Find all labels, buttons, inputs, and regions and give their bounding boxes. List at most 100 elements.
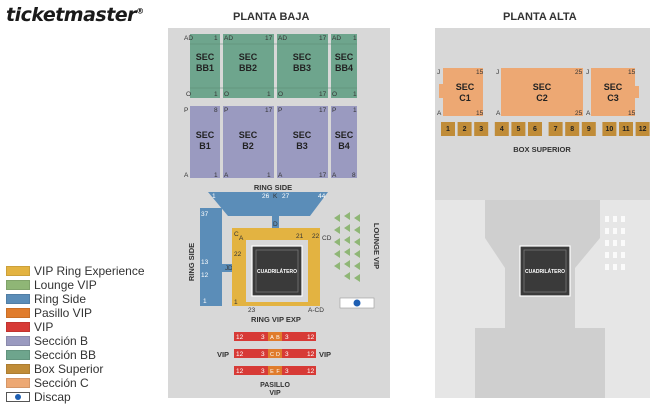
vip-row-right[interactable] — [282, 349, 316, 358]
vip-row-left[interactable] — [234, 349, 268, 358]
ring-side-top-right[interactable] — [279, 192, 328, 216]
section-c2[interactable] — [501, 68, 583, 116]
box-superior-8[interactable] — [565, 122, 580, 136]
box-superior-5[interactable] — [511, 122, 526, 136]
legend-item: Sección B — [6, 334, 166, 348]
legend-swatch — [6, 280, 30, 290]
section-bb2[interactable] — [223, 34, 274, 98]
ring-side-left[interactable] — [200, 208, 222, 306]
box-number: 3 — [479, 126, 483, 133]
box-superior-11[interactable] — [619, 122, 633, 136]
section-b2[interactable] — [223, 106, 274, 178]
rs-j-label: J — [225, 265, 228, 272]
vip-exp-label: 21 — [296, 233, 304, 240]
box-superior-3[interactable] — [474, 122, 489, 136]
c-row-label: A — [496, 110, 501, 117]
rs-num: 1 — [203, 298, 207, 305]
b-seat-label: 1 — [267, 172, 271, 179]
vip-row-left[interactable] — [234, 332, 268, 341]
box-superior-1[interactable] — [441, 122, 455, 136]
legend-item: Lounge VIP — [6, 278, 166, 292]
logo-registered-mark: ® — [136, 6, 144, 16]
bb-seat-label: 17 — [319, 35, 327, 42]
c-seat-label: 15 — [628, 69, 636, 76]
section-c1[interactable] — [439, 68, 483, 116]
b2-label-2: B2 — [242, 141, 254, 151]
box-number: 11 — [622, 126, 630, 133]
pasillo-vip-seg[interactable] — [268, 366, 282, 375]
vip-right-label: VIP — [319, 350, 331, 359]
bb-seat-label: 17 — [319, 91, 327, 98]
rs-num: 26 — [262, 193, 270, 200]
vip-exp-label: 22 — [312, 233, 320, 240]
pasillo-vip-seg[interactable] — [268, 332, 282, 341]
bb-row-label: AD — [184, 35, 193, 42]
box-superior-12[interactable] — [635, 122, 650, 136]
pasillo-vip-seg[interactable] — [268, 349, 282, 358]
vip-seat-num: 3 — [285, 351, 289, 358]
legend-label: Sección C — [34, 376, 89, 390]
bb-row-label: AD — [332, 35, 341, 42]
c-seat-label: 15 — [476, 110, 484, 117]
rs-d-label: D — [228, 265, 233, 272]
b-seat-label: 17 — [319, 172, 327, 179]
c-row-label: A — [586, 110, 591, 117]
ring-side-left-d[interactable] — [222, 264, 234, 272]
bb4-label-1: SEC — [335, 52, 354, 62]
legend-item: Discap — [6, 390, 166, 404]
section-c3[interactable] — [591, 68, 639, 116]
box-superior-4[interactable] — [494, 122, 509, 136]
box-superior-2[interactable] — [457, 122, 472, 136]
b-row-label: A — [184, 172, 189, 179]
legend-swatch — [6, 378, 30, 388]
vip-seat-num: 12 — [307, 351, 315, 358]
legend-item: Sección BB — [6, 348, 166, 362]
vip-seat-num: 12 — [236, 368, 244, 375]
b-seat-label: 17 — [319, 107, 327, 114]
b-seat-label: 1 — [214, 172, 218, 179]
legend-swatch — [6, 336, 30, 346]
box-number: 7 — [554, 126, 558, 133]
box-superior-10[interactable] — [602, 122, 617, 136]
b-seat-label: 17 — [265, 107, 273, 114]
vip-row-right[interactable] — [282, 332, 316, 341]
c-row-label: J — [496, 69, 499, 76]
box-superior-9[interactable] — [581, 122, 596, 136]
vip-row-right[interactable] — [282, 366, 316, 375]
section-b4[interactable] — [331, 106, 357, 178]
box-superior-7[interactable] — [548, 122, 563, 136]
legend-label: VIP — [34, 320, 54, 334]
box-number: 5 — [516, 126, 520, 133]
c-seat-label: 25 — [575, 110, 583, 117]
section-bb3[interactable] — [277, 34, 328, 98]
section-bb4[interactable] — [331, 34, 357, 98]
legend-label: VIP Ring Experience — [34, 264, 145, 278]
section-b3[interactable] — [277, 106, 328, 178]
box-number: 2 — [463, 126, 467, 133]
b-row-label: P — [332, 107, 336, 114]
bb3-label-1: SEC — [293, 52, 312, 62]
ring-label-lower: CUADRILÁTERO — [257, 268, 297, 275]
rs-num: 44 — [318, 193, 326, 200]
vip-row-left[interactable] — [234, 366, 268, 375]
section-b1[interactable] — [190, 106, 220, 178]
c-row-label: A — [437, 110, 442, 117]
box-superior-6[interactable] — [528, 122, 542, 136]
ring-side-top-k[interactable] — [272, 192, 279, 228]
vip-row-letter: C — [270, 352, 274, 358]
rs-num: 12 — [201, 272, 209, 279]
bb-seat-label: 1 — [267, 91, 271, 98]
box-number: 8 — [570, 126, 574, 133]
bb-seat-label: 1 — [214, 91, 218, 98]
ring-side-top-label: RING SIDE — [254, 183, 292, 192]
vip-left-label: VIP — [217, 350, 229, 359]
legend-swatch — [6, 266, 30, 276]
vip-seat-num: 12 — [236, 334, 244, 341]
box-number: 12 — [639, 126, 647, 133]
upper-floor-title: PLANTA ALTA — [503, 11, 577, 23]
legend-swatch — [6, 322, 30, 332]
section-bb1[interactable] — [190, 34, 220, 98]
sections-c — [439, 68, 639, 116]
ring-side-top-left[interactable] — [208, 192, 272, 216]
